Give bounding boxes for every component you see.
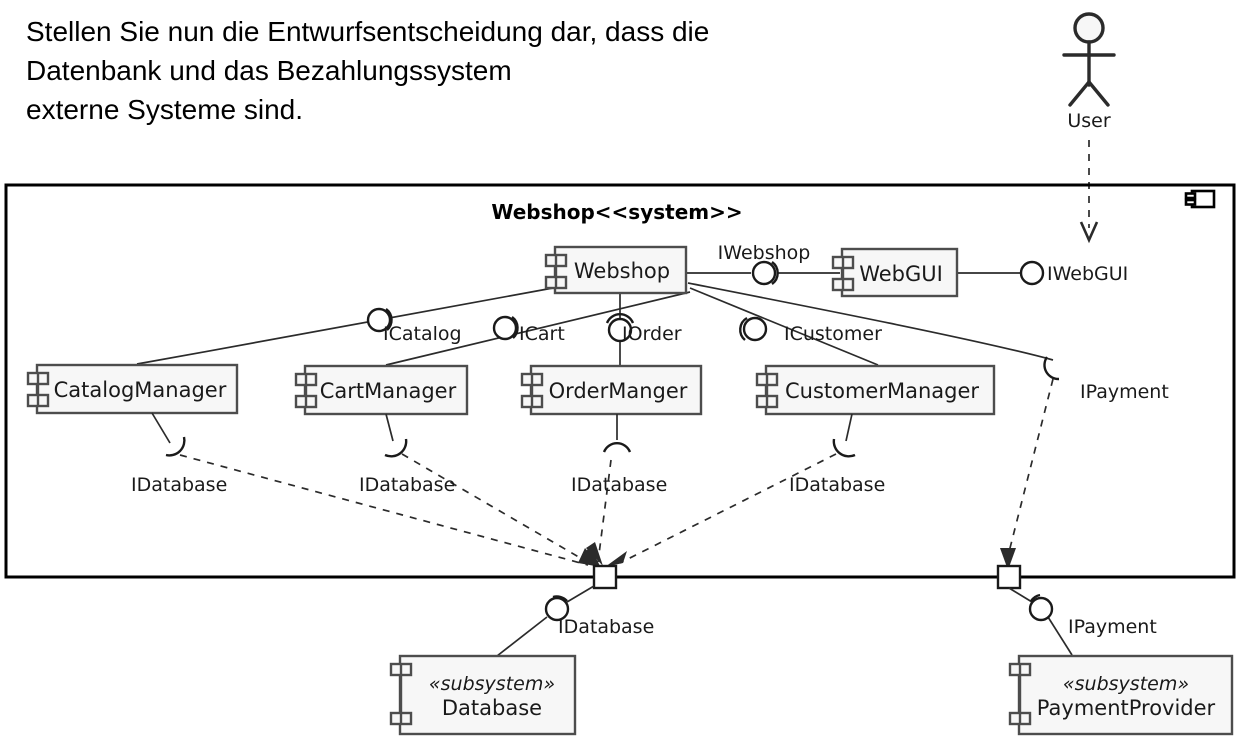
interface-iwebgui[interactable]: IWebGUI bbox=[1019, 260, 1128, 286]
component-cartmanager-label: CartManager bbox=[320, 379, 457, 403]
interface-idatabase-3-label: IDatabase bbox=[571, 474, 667, 496]
interface-icatalog[interactable]: ICatalog bbox=[366, 307, 462, 345]
dependency-user-to-webgui bbox=[1079, 140, 1099, 244]
subsystem-database-label: Database bbox=[442, 696, 542, 720]
interface-idatabase-2-label: IDatabase bbox=[359, 474, 455, 496]
subsystem-paymentprovider-stereotype: «subsystem» bbox=[1063, 673, 1189, 695]
component-cartmanager[interactable]: CartManager bbox=[294, 364, 469, 416]
component-catalogmanager[interactable]: CatalogManager bbox=[26, 363, 239, 415]
component-webshop[interactable]: Webshop bbox=[544, 245, 688, 295]
interface-idatabase-4-label: IDatabase bbox=[789, 474, 885, 496]
system-title: Webshop<<system>> bbox=[491, 200, 742, 224]
actor-user: User bbox=[1062, 12, 1116, 132]
port-idatabase[interactable] bbox=[592, 564, 618, 590]
actor-head-icon bbox=[1073, 12, 1105, 44]
system-boundary-webshop bbox=[4, 183, 1236, 579]
required-idatabase-customermanager[interactable]: IDatabase bbox=[619, 413, 885, 564]
interface-icatalog-label: ICatalog bbox=[383, 323, 462, 345]
interface-icart-label: ICart bbox=[519, 323, 565, 345]
required-idatabase-catalogmanager[interactable]: IDatabase bbox=[131, 412, 589, 566]
interface-ipayment-required[interactable]: IPayment bbox=[1043, 356, 1169, 403]
component-customermanager[interactable]: CustomerManager bbox=[755, 364, 996, 416]
actor-leg-left-icon bbox=[1068, 80, 1091, 107]
component-webgui-label: WebGUI bbox=[859, 262, 943, 286]
interface-iorder[interactable]: IOrder bbox=[605, 313, 682, 345]
actor-label: User bbox=[1067, 110, 1110, 132]
connector-webshop-catalogmanager bbox=[136, 287, 554, 365]
interface-idatabase-assembly[interactable]: IDatabase bbox=[496, 585, 654, 657]
interface-idatabase-1-label: IDatabase bbox=[131, 474, 227, 496]
interface-icustomer-label: ICustomer bbox=[784, 323, 882, 345]
connector-webshop-cartmanager bbox=[385, 291, 691, 366]
interface-icart[interactable]: ICart bbox=[492, 315, 565, 345]
interface-ipayment-port-label: IPayment bbox=[1068, 616, 1157, 638]
connector-webshop-ipayment bbox=[687, 282, 1054, 361]
interface-ipayment-assembly[interactable]: IPayment bbox=[1008, 587, 1157, 656]
subsystem-database-stereotype: «subsystem» bbox=[429, 673, 555, 695]
interface-ipayment-top-label: IPayment bbox=[1080, 381, 1169, 403]
interface-iwebgui-label: IWebGUI bbox=[1047, 263, 1128, 285]
component-webshop-label: Webshop bbox=[574, 259, 670, 283]
component-catalogmanager-label: CatalogManager bbox=[54, 378, 227, 402]
required-ipayment-dependency bbox=[1000, 378, 1054, 570]
component-icon bbox=[1184, 189, 1216, 209]
port-ipayment[interactable] bbox=[996, 564, 1022, 590]
idatabase-port-arrowheads bbox=[578, 542, 627, 568]
interface-iorder-label: IOrder bbox=[622, 323, 682, 345]
component-ordermanger-label: OrderManger bbox=[549, 379, 688, 403]
interface-iwebshop-label: IWebshop bbox=[718, 242, 811, 264]
component-ordermanger[interactable]: OrderManger bbox=[520, 364, 703, 416]
subsystem-paymentprovider[interactable]: «subsystem» PaymentProvider bbox=[1008, 654, 1234, 736]
subsystem-database[interactable]: «subsystem» Database bbox=[389, 654, 577, 736]
interface-iwebshop[interactable]: IWebshop bbox=[718, 242, 811, 286]
page-heading: Stellen Sie nun die Entwurfsentscheidung… bbox=[26, 16, 710, 125]
connector-webshop-customermanager bbox=[689, 287, 879, 366]
component-customermanager-label: CustomerManager bbox=[785, 379, 979, 403]
required-idatabase-cartmanager[interactable]: IDatabase bbox=[359, 413, 590, 564]
component-webgui[interactable]: WebGUI bbox=[831, 247, 959, 298]
subsystem-paymentprovider-label: PaymentProvider bbox=[1037, 696, 1216, 720]
required-idatabase-ordermanger[interactable]: IDatabase bbox=[571, 414, 667, 563]
interface-idatabase-port-label: IDatabase bbox=[558, 616, 654, 638]
actor-leg-right-icon bbox=[1087, 80, 1110, 107]
interface-icustomer[interactable]: ICustomer bbox=[739, 316, 882, 345]
